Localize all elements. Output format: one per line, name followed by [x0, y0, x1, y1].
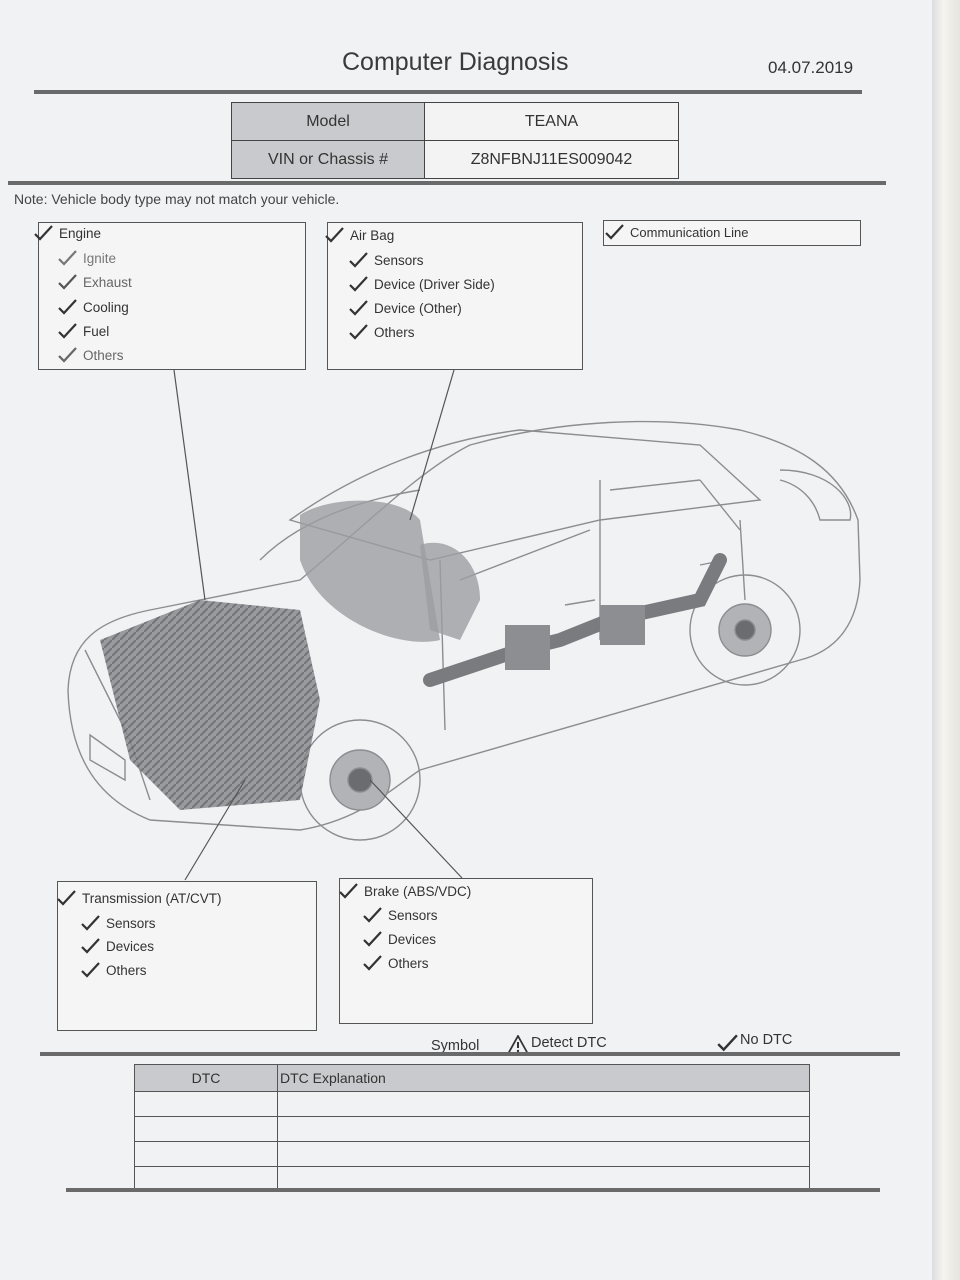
- check-icon: [339, 883, 358, 899]
- check-icon: [58, 274, 77, 290]
- dtc-explanation-cell: [277, 1166, 810, 1192]
- engine-panel: Engine Ignite Exhaust Cooling Fuel Other…: [34, 222, 306, 370]
- airbag-item-other-device: Device (Other): [348, 300, 462, 316]
- check-icon: [57, 890, 76, 906]
- check-icon: [58, 323, 77, 339]
- check-icon: [34, 225, 53, 241]
- page-title: Computer Diagnosis: [342, 48, 569, 76]
- engine-item-fuel: Fuel: [57, 323, 109, 339]
- header-rule: [34, 90, 862, 94]
- check-icon: [58, 299, 77, 315]
- legend-detect-dtc: Detect DTC: [531, 1035, 607, 1051]
- dtc-cell: [134, 1116, 278, 1142]
- vehicle-info-table: Model TEANA VIN or Chassis # Z8NFBNJ11ES…: [231, 102, 679, 179]
- legend-symbol-label: Symbol: [431, 1038, 480, 1054]
- transmission-item-sensors: Sensors: [80, 915, 156, 931]
- transmission-panel: Transmission (AT/CVT) Sensors Devices Ot…: [57, 881, 317, 1031]
- check-icon: [58, 347, 77, 363]
- model-value: TEANA: [424, 102, 679, 141]
- dtc-explanation-col-header: DTC Explanation: [277, 1064, 810, 1092]
- dtc-col-header: DTC: [134, 1064, 278, 1092]
- brake-item-others: Others: [362, 955, 429, 971]
- model-label: Model: [231, 102, 425, 141]
- airbag-panel: Air Bag Sensors Device (Driver Side) Dev…: [324, 222, 583, 370]
- dtc-explanation-cell: [277, 1116, 810, 1142]
- paper-edge: [932, 0, 960, 1280]
- engine-item-cooling: Cooling: [57, 299, 129, 315]
- check-icon: [81, 915, 100, 931]
- report-date: 04.07.2019: [768, 58, 854, 77]
- check-icon: [349, 300, 368, 316]
- engine-item-others: Others: [57, 347, 124, 363]
- engine-item-ignite: Ignite: [57, 250, 116, 266]
- communication-panel: Communication Line: [603, 220, 861, 246]
- engine-item-exhaust: Exhaust: [57, 274, 132, 290]
- airbag-item-sensors: Sensors: [348, 252, 424, 268]
- transmission-item-devices: Devices: [80, 938, 154, 954]
- airbag-item-others: Others: [348, 324, 415, 340]
- check-icon: [717, 1034, 738, 1052]
- check-icon: [325, 227, 344, 243]
- check-icon: [81, 938, 100, 954]
- brake-panel: Brake (ABS/VDC) Sensors Devices Others: [339, 878, 593, 1024]
- dtc-explanation-cell: [277, 1091, 810, 1117]
- check-icon: [363, 931, 382, 947]
- dtc-explanation-cell: [277, 1141, 810, 1167]
- body-type-note: Note: Vehicle body type may not match yo…: [14, 191, 340, 207]
- table-row: [134, 1166, 810, 1192]
- vin-value: Z8NFBNJ11ES009042: [424, 140, 679, 179]
- vin-label: VIN or Chassis #: [231, 140, 425, 179]
- engine-title: Engine: [33, 225, 101, 241]
- check-icon: [363, 907, 382, 923]
- table-row: [134, 1091, 810, 1117]
- airbag-title: Air Bag: [324, 227, 394, 243]
- transmission-title: Transmission (AT/CVT): [56, 890, 222, 906]
- legend-no-dtc: No DTC: [740, 1032, 793, 1048]
- footer-rule: [66, 1188, 880, 1192]
- communication-title: Communication Line: [604, 224, 749, 240]
- brake-item-devices: Devices: [362, 931, 436, 947]
- transmission-item-others: Others: [80, 962, 147, 978]
- dtc-cell: [134, 1141, 278, 1167]
- table-row: [134, 1141, 810, 1167]
- table-row: [134, 1116, 810, 1142]
- info-rule: [8, 181, 886, 185]
- dtc-cell: [134, 1166, 278, 1192]
- legend-rule: [40, 1052, 900, 1056]
- dtc-cell: [134, 1091, 278, 1117]
- check-icon: [58, 250, 77, 266]
- check-icon: [81, 962, 100, 978]
- airbag-item-driver: Device (Driver Side): [348, 276, 495, 292]
- check-icon: [349, 276, 368, 292]
- dtc-table: DTC DTC Explanation: [134, 1064, 810, 1192]
- brake-title: Brake (ABS/VDC): [338, 883, 471, 899]
- check-icon: [363, 955, 382, 971]
- check-icon: [349, 324, 368, 340]
- brake-item-sensors: Sensors: [362, 907, 438, 923]
- check-icon: [349, 252, 368, 268]
- check-icon: [605, 224, 624, 240]
